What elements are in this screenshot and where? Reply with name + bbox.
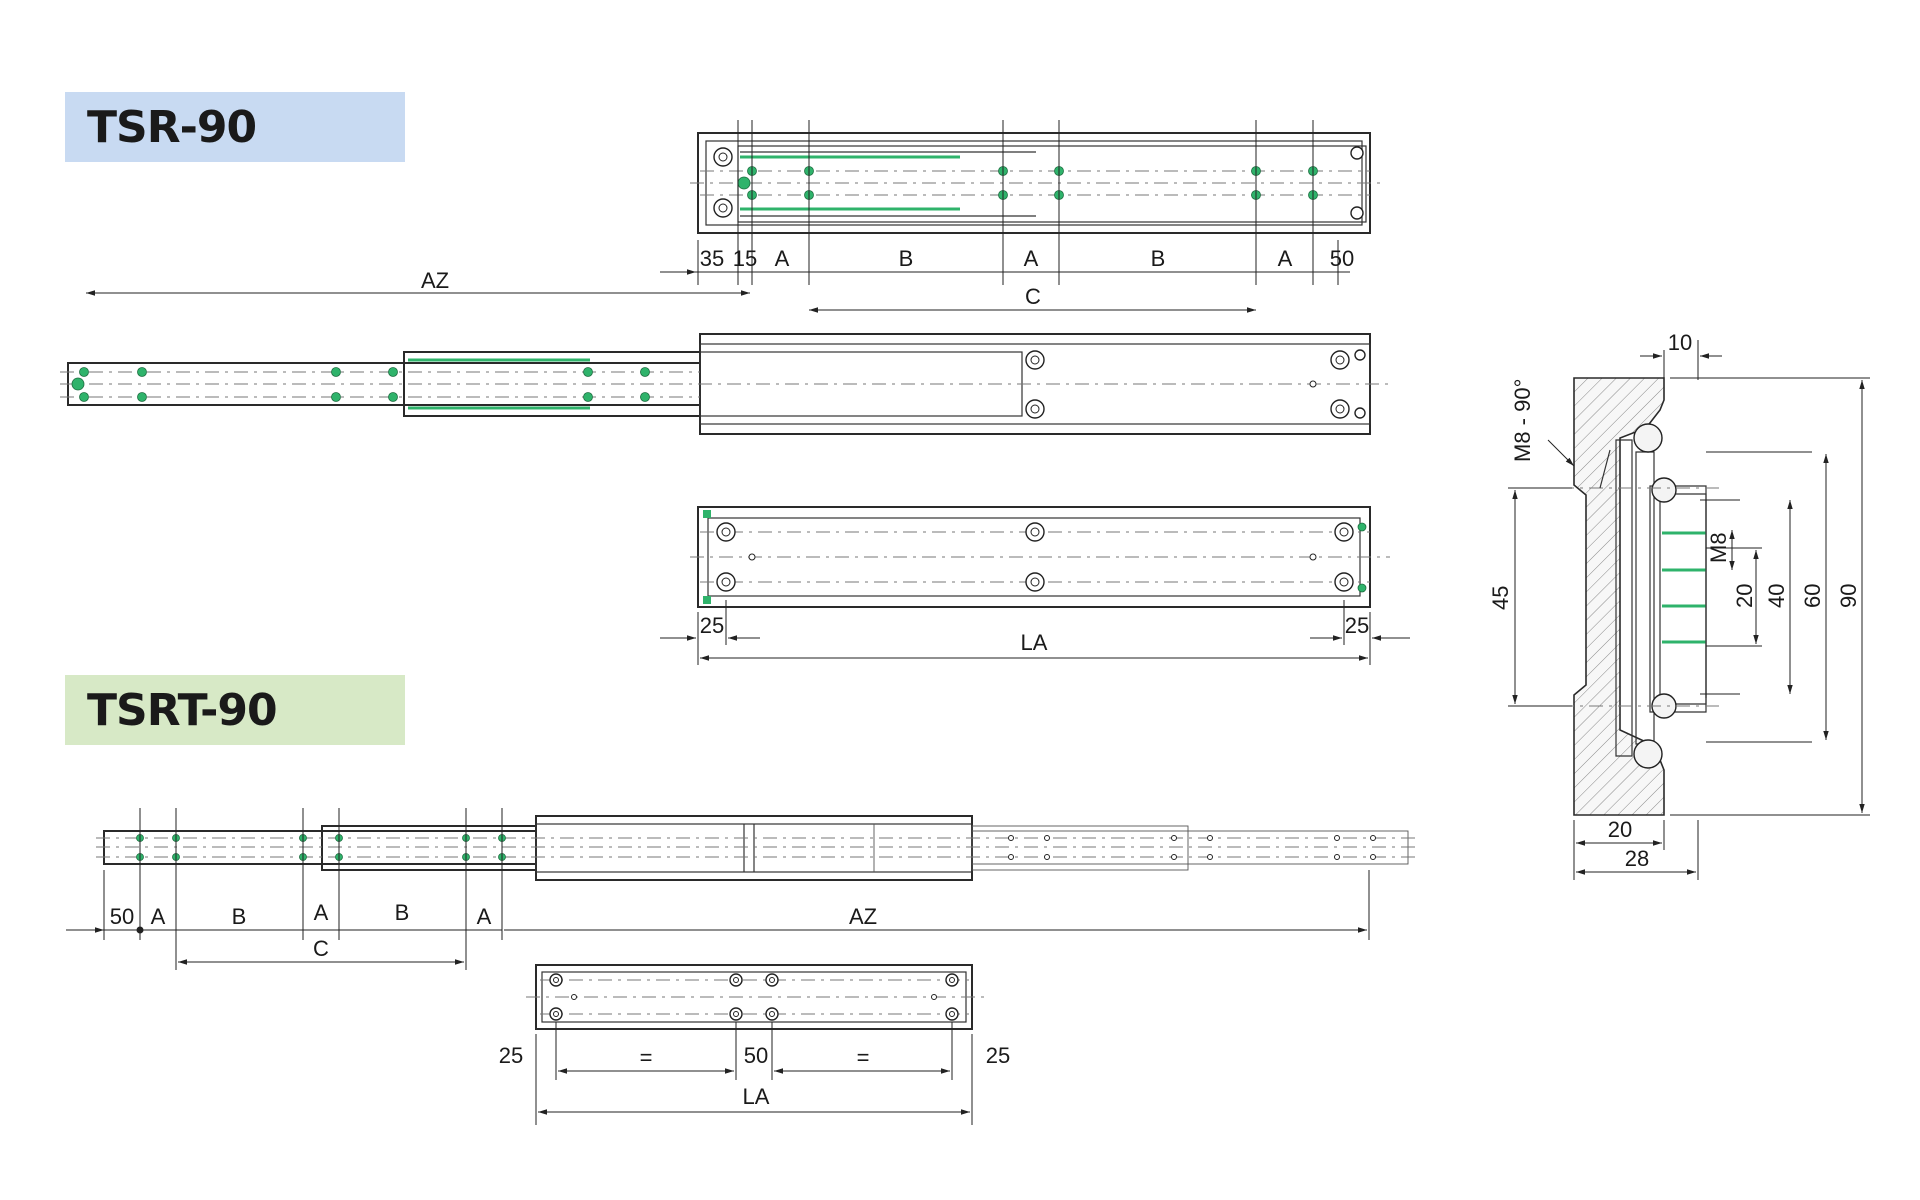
dim-28: 28	[1625, 846, 1649, 871]
tsr-fixed-rail-view	[690, 506, 1390, 608]
dim-az-tsrt: AZ	[849, 904, 877, 929]
dim-m8: M8	[1706, 532, 1731, 563]
cross-section-dimensions: 10 M8 - 90° 45 M8 20 40 60 90 20 28	[1488, 330, 1870, 880]
dim-50: 50	[1330, 246, 1354, 271]
tsrt-fixed-rail-dimensions: 25 = 50 = 25 LA	[499, 1022, 1010, 1125]
dim-20-vertical: 20	[1732, 584, 1757, 608]
cross-section-view	[1560, 377, 1720, 816]
dim-a-tsrt-3: A	[477, 904, 492, 929]
dim-az: AZ	[421, 268, 449, 293]
dim-a-3: A	[1278, 246, 1293, 271]
dim-60: 60	[1800, 584, 1825, 608]
dim-20-horizontal: 20	[1608, 817, 1632, 842]
tsrt-90-title-badge: TSRT-90	[65, 675, 405, 745]
tsr-fixed-rail-dimensions: 25 25 LA	[660, 600, 1410, 665]
dim-25-right-tsrt: 25	[986, 1043, 1010, 1068]
dim-b-1: B	[899, 246, 914, 271]
dim-10: 10	[1668, 330, 1692, 355]
dim-b-tsrt-2: B	[395, 900, 410, 925]
dim-50-middle: 50	[744, 1043, 768, 1068]
dim-equal-right: =	[857, 1045, 870, 1070]
tsrt-fixed-rail-view	[526, 964, 990, 1030]
dim-b-tsrt-1: B	[232, 904, 247, 929]
dim-c-tsrt: C	[313, 936, 329, 961]
dim-equal-left: =	[640, 1045, 653, 1070]
tsrt-extended-dimensions: 50 A B A B A AZ C	[66, 808, 1370, 970]
dim-90: 90	[1836, 584, 1861, 608]
dim-40: 40	[1764, 584, 1789, 608]
dim-25-right: 25	[1345, 613, 1369, 638]
tsr-90-title-badge: TSR-90	[65, 92, 405, 162]
dim-la-tsrt: LA	[743, 1084, 770, 1109]
dim-25-left-tsrt: 25	[499, 1043, 523, 1068]
tsr-top-dimensions: 35 15 A B A B A 50 AZ C	[86, 120, 1354, 313]
tsr-90-title: TSR-90	[87, 101, 257, 153]
dim-a-tsrt-1: A	[151, 904, 166, 929]
dim-a-tsrt-2: A	[314, 900, 329, 925]
tsrt-extended-rail-view	[96, 815, 1420, 881]
dim-25-left: 25	[700, 613, 724, 638]
dim-15: 15	[733, 246, 757, 271]
tsr-top-rail-view	[690, 132, 1380, 234]
dim-a-2: A	[1024, 246, 1039, 271]
dim-50-tsrt: 50	[110, 904, 134, 929]
tsrt-90-title: TSRT-90	[87, 684, 278, 736]
dim-m8-90: M8 - 90°	[1510, 379, 1535, 462]
dim-c: C	[1025, 284, 1041, 309]
dim-45: 45	[1488, 586, 1513, 610]
dim-a-1: A	[775, 246, 790, 271]
dim-la: LA	[1021, 630, 1048, 655]
dim-35: 35	[700, 246, 724, 271]
tsr-extended-rail-view	[60, 333, 1390, 435]
dim-b-2: B	[1151, 246, 1166, 271]
